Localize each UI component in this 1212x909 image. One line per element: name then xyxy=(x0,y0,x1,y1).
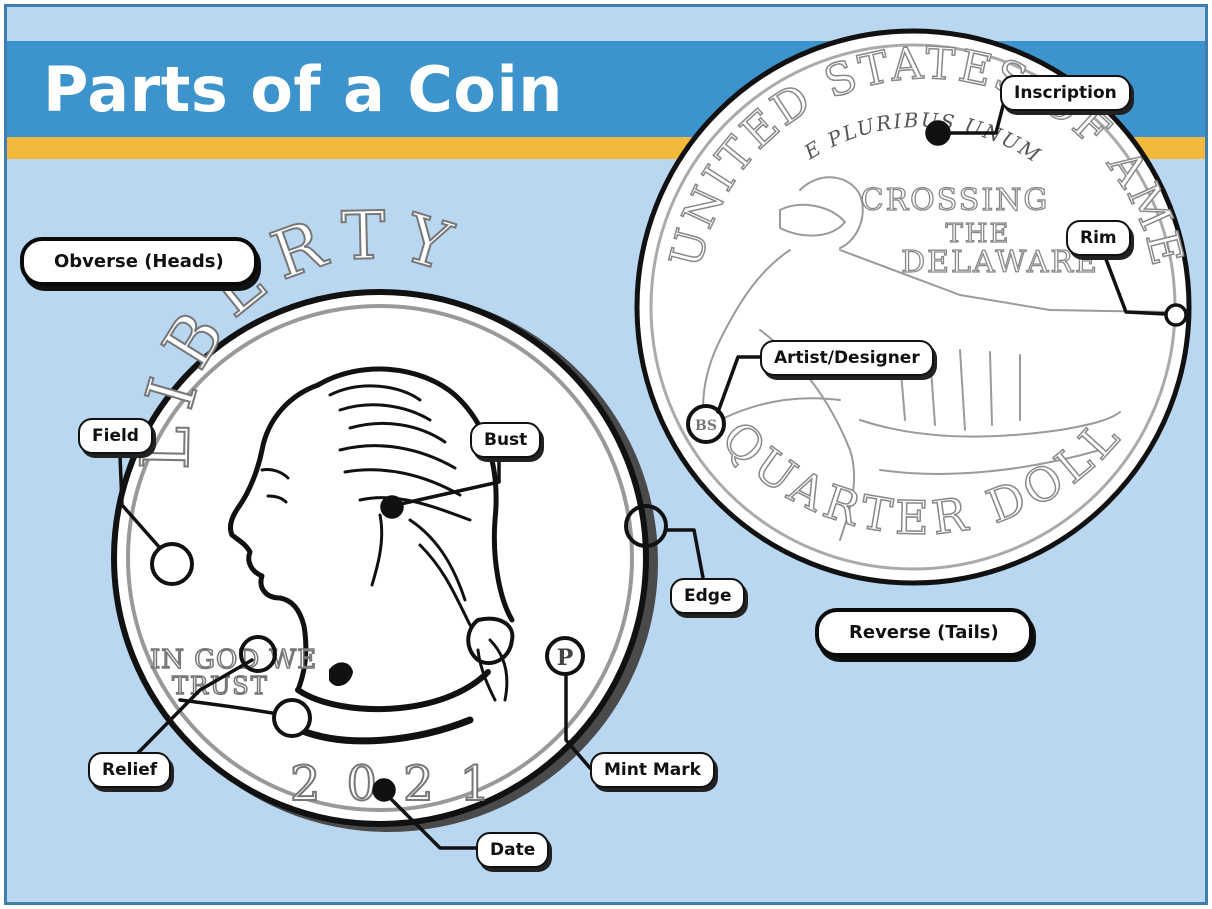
page-title: Parts of a Coin xyxy=(43,53,563,126)
label-mint-mark: Mint Mark xyxy=(590,752,715,788)
label-bust: Bust xyxy=(470,422,542,458)
designer-initials: BS xyxy=(695,418,717,434)
top-strip xyxy=(7,7,1205,41)
reverse-heading: Reverse (Tails) xyxy=(815,608,1033,657)
callout-lines xyxy=(118,92,1188,850)
mint-mark-circle xyxy=(545,636,585,676)
label-date: Date xyxy=(476,832,550,868)
label-artist-designer: Artist/Designer xyxy=(760,340,934,376)
designer-initials-circle xyxy=(686,404,726,444)
mint-mark-letter: P xyxy=(557,645,574,671)
obverse-year: 2021 xyxy=(290,756,516,812)
obverse-heading: Obverse (Heads) xyxy=(20,237,258,286)
label-field: Field xyxy=(78,418,153,454)
label-edge: Edge xyxy=(670,578,746,614)
reverse-theme-line2: THE xyxy=(946,219,1011,249)
reverse-theme-line1: CROSSING xyxy=(861,183,1050,218)
obverse-motto-line2: TRUST xyxy=(172,672,269,700)
label-inscription: Inscription xyxy=(1000,75,1131,111)
label-rim: Rim xyxy=(1066,220,1131,256)
label-relief: Relief xyxy=(88,752,172,788)
reverse-theme-line3: DELAWARE xyxy=(901,245,1099,280)
